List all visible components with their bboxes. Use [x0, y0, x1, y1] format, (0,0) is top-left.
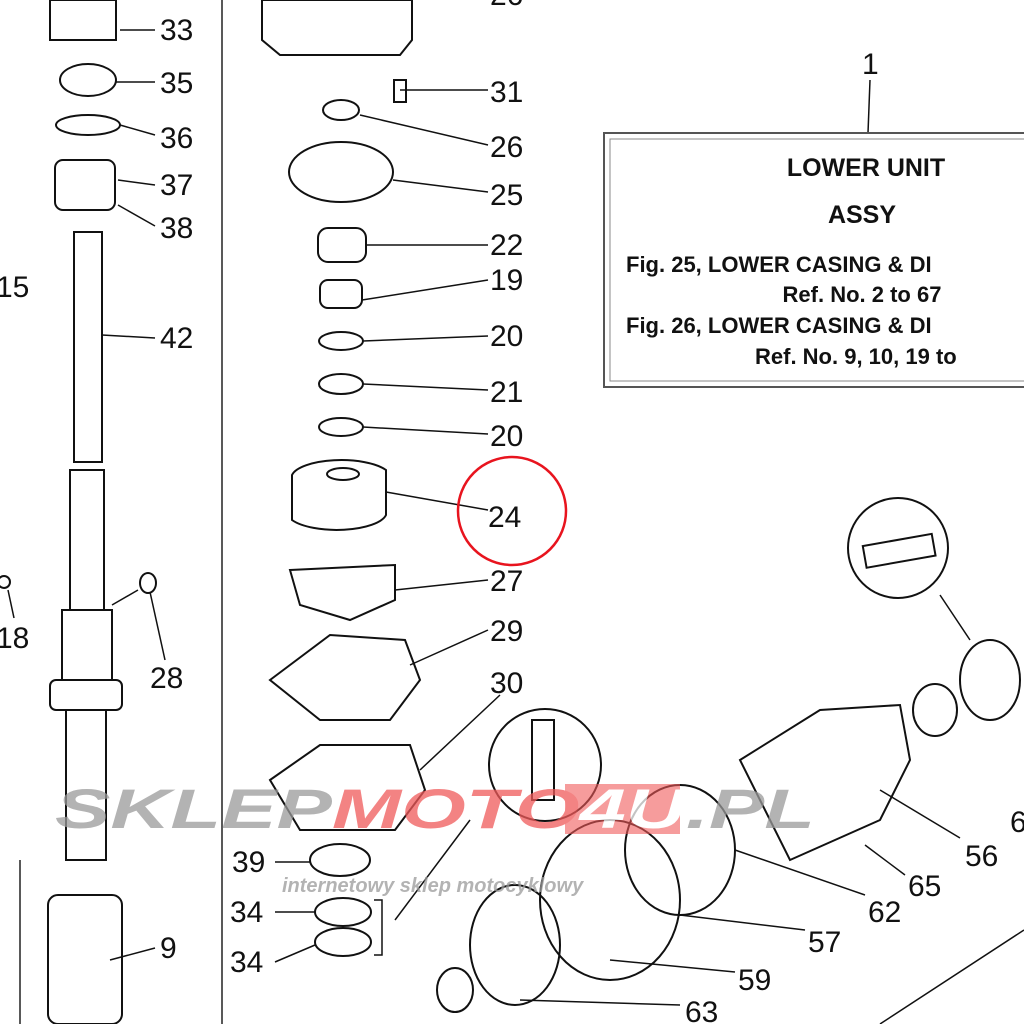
callout-15: 15: [0, 271, 29, 304]
callout-1: 1: [862, 48, 879, 81]
callout-42: 42: [160, 322, 193, 355]
callout-33: 33: [160, 14, 193, 47]
callout-39: 39: [232, 846, 265, 879]
callout-27: 27: [490, 565, 523, 598]
callout-9: 9: [160, 932, 177, 965]
callout-20: 20: [490, 420, 523, 453]
callout-25: 25: [490, 179, 523, 212]
callout-29: 29: [490, 615, 523, 648]
box-line-3: Fig. 25, LOWER CASING & DI: [626, 252, 932, 277]
callout-57: 57: [808, 926, 841, 959]
callout-22: 22: [490, 229, 523, 262]
highlight-circle: [456, 455, 568, 567]
svg-text:internetowy sklep motocyklowy: internetowy sklep motocyklowy: [282, 875, 584, 897]
box-line-2: ASSY: [828, 201, 896, 229]
callout-65: 65: [908, 870, 941, 903]
box-line-1: LOWER UNIT: [787, 154, 945, 182]
callout-34: 34: [230, 946, 263, 979]
callout-18: 18: [0, 622, 29, 655]
callout-36: 36: [160, 122, 193, 155]
callout-24: 24: [488, 501, 521, 534]
callout-31: 31: [490, 76, 523, 109]
callout-59: 59: [738, 964, 771, 997]
callout-62: 62: [868, 896, 901, 929]
gearcase-parts: [394, 497, 1024, 1024]
callout-37: 37: [160, 169, 193, 202]
drive-shaft-parts: [0, 0, 157, 1024]
callout-38: 38: [160, 212, 193, 245]
callout-19: 19: [490, 264, 523, 297]
title-box: 1 LOWER UNIT ASSY Fig. 25, LOWER CASING …: [603, 48, 1024, 388]
callout-26: 26: [490, 0, 523, 12]
callout-21: 21: [490, 376, 523, 409]
box-line-6: Ref. No. 9, 10, 19 to: [755, 344, 957, 369]
callout-26: 26: [490, 131, 523, 164]
callout-56: 56: [965, 840, 998, 873]
callout-63: 63: [685, 996, 718, 1024]
box-line-4: Ref. No. 2 to 67: [783, 282, 942, 307]
callout-20: 20: [490, 320, 523, 353]
box-line-5: Fig. 26, LOWER CASING & DI: [626, 313, 932, 338]
callout-30: 30: [490, 667, 523, 700]
callout-34: 34: [230, 896, 263, 929]
leader-lines: [7, 29, 961, 1006]
callout-6: 6: [1010, 806, 1024, 839]
callout-35: 35: [160, 67, 193, 100]
callout-28: 28: [150, 662, 183, 695]
